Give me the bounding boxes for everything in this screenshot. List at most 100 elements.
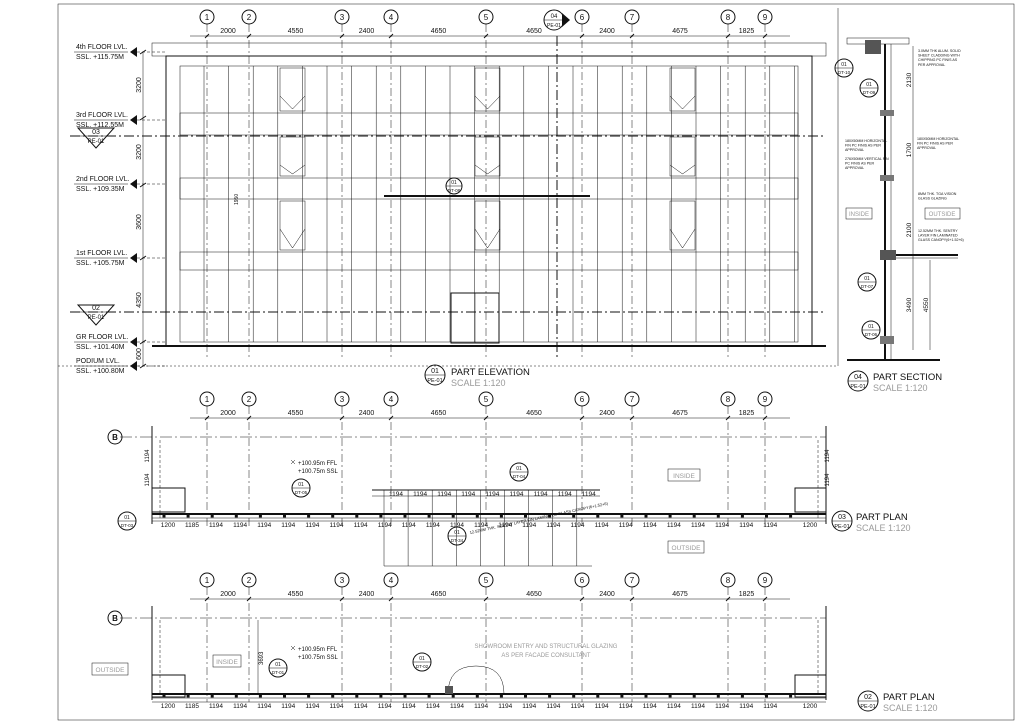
column-dot <box>403 694 407 698</box>
canopy-module-dim: 1194 <box>582 491 596 498</box>
corner-column-right <box>794 487 826 513</box>
grid-label: 5 <box>484 13 489 22</box>
svg-text:01: 01 <box>124 515 130 521</box>
side-dim: 1194 <box>825 449 831 463</box>
grid-bubble-8: 8 <box>720 391 736 407</box>
vent-panel <box>669 164 696 175</box>
module-dim: 1194 <box>522 522 536 529</box>
sheet-border <box>57 3 1015 721</box>
canopy-node <box>880 250 896 260</box>
module-dim: 1194 <box>305 522 319 529</box>
column-dot <box>283 514 286 518</box>
svg-text:DT-09: DT-09 <box>863 90 876 95</box>
view-scale: SCALE 1:120 <box>451 378 506 388</box>
grid-bubble-7: 7 <box>624 9 640 25</box>
module-dim: 1194 <box>667 522 681 529</box>
svg-text:03: 03 <box>838 514 846 521</box>
grid-bubble-3: 3 <box>334 9 350 25</box>
grid-bubble-5: 5 <box>478 391 494 407</box>
grid-label: 5 <box>484 576 489 585</box>
module-dim: 1194 <box>691 703 705 710</box>
section-dim: 4550 <box>923 297 930 312</box>
grid-label: 4 <box>389 13 394 22</box>
side-dim: 1194 <box>825 473 831 487</box>
svg-text:DT-07: DT-07 <box>861 284 874 289</box>
vent-panel <box>279 164 306 175</box>
module-dim: 1194 <box>643 703 657 710</box>
grid-bubble-6: 6 <box>574 572 590 588</box>
inside-label: INSIDE <box>849 212 869 218</box>
title-part-elevation: 01 PE-01 PART ELEVATION SCALE 1:120 <box>424 364 530 388</box>
grid-spacing: 4550 <box>288 410 304 417</box>
level-marker: PODIUM LVL.SSL. +100.80M <box>74 358 166 375</box>
end-dim: 1200 <box>161 703 176 710</box>
column-dot <box>186 694 190 698</box>
module-dim: 1194 <box>233 522 247 529</box>
svg-text:01: 01 <box>275 662 281 668</box>
column-dot <box>765 694 768 698</box>
corner-column-left <box>152 674 186 698</box>
grid-label: 1 <box>205 13 210 22</box>
svg-text:01: 01 <box>298 482 304 488</box>
column-dot <box>620 514 624 518</box>
module-dim: 1194 <box>209 703 223 710</box>
module-dim: 1194 <box>619 522 633 529</box>
grid-bubble-5: 5 <box>478 572 494 588</box>
end-dim: 1185 <box>185 522 199 529</box>
module-dim: 1194 <box>426 522 440 529</box>
module-dim: 1194 <box>739 522 753 529</box>
grid-bubble-2: 2 <box>241 391 257 407</box>
module-dim: 1194 <box>691 522 705 529</box>
roof-slab <box>151 42 827 57</box>
grid-bubble-4: 4 <box>383 391 399 407</box>
inside-label-box <box>845 207 873 220</box>
section-dim: 2130 <box>906 72 913 87</box>
level-note: +100.95m FFL +100.75m SSL <box>290 459 339 475</box>
module-dim: 1194 <box>474 522 488 529</box>
column-dot <box>499 694 503 698</box>
canopy-module-dim: 1194 <box>510 491 524 498</box>
svg-text:+100.95m FFL: +100.95m FFL <box>298 461 338 467</box>
grid-bubble-4: 4 <box>383 572 399 588</box>
column-dot <box>644 694 648 698</box>
column-dot <box>186 514 190 518</box>
section-dim: 3490 <box>906 297 913 312</box>
svg-text:B: B <box>112 614 118 623</box>
grid-spacing: 4675 <box>672 410 688 417</box>
section-mark-02: 02 PE-01 <box>76 304 116 326</box>
column-dot <box>234 694 238 698</box>
grid-row-bubble-plan-03: B <box>107 429 123 445</box>
column-dot <box>331 514 335 518</box>
module-dim: 1194 <box>378 703 392 710</box>
level-marker: 4th FLOOR LVL.SSL. +115.75M <box>74 44 166 61</box>
svg-text:DT-06: DT-06 <box>865 332 878 337</box>
canopy-module-dim: 1194 <box>534 491 548 498</box>
vent-panel <box>474 95 501 110</box>
module-dim: 1194 <box>546 703 560 710</box>
grid-label: 4 <box>389 395 394 404</box>
canopy-module-dim: 1194 <box>461 491 475 498</box>
canopy-module-dim: 1194 <box>558 491 572 498</box>
title-part-section: 04 PE-01 PART SECTION SCALE 1:120 <box>847 370 942 393</box>
level-marker: 2nd FLOOR LVL.SSL. +109.35M <box>74 176 166 193</box>
module-dim: 1194 <box>571 703 585 710</box>
column-dot <box>283 694 286 698</box>
module-dim: 1194 <box>330 522 344 529</box>
svg-text:PE-01: PE-01 <box>834 524 849 530</box>
level-name: 1st FLOOR LVL. <box>76 250 127 257</box>
grid-bubble-1: 1 <box>199 9 215 25</box>
